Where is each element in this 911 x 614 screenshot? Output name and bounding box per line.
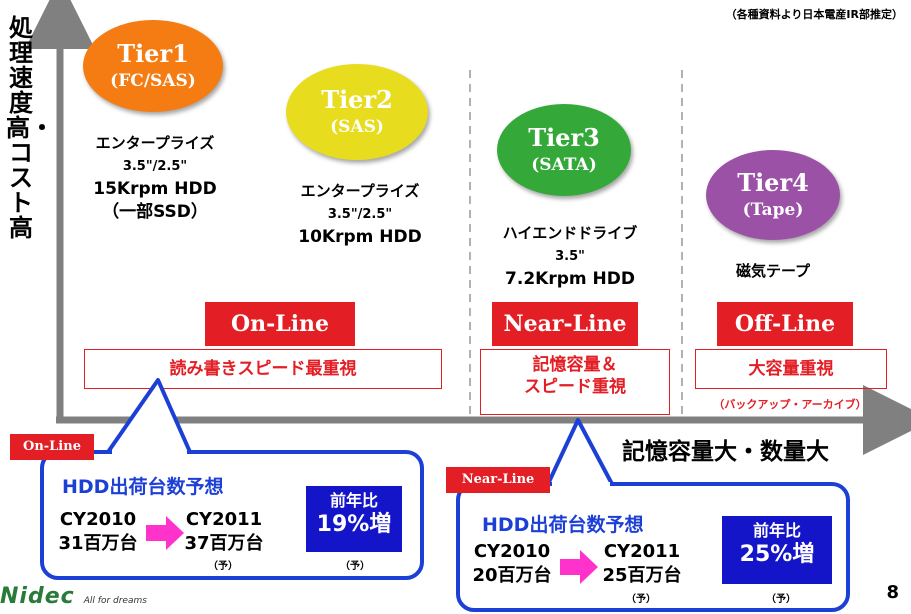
nearline-yoy-box: 前年比 25%増	[722, 516, 832, 584]
tier4-name: Tier4	[737, 168, 809, 197]
tier2-desc: エンタープライズ 3.5"/2.5" 10Krpm HDD	[280, 180, 440, 249]
online-callout-tag: On-Line	[10, 434, 94, 460]
tier1-ellipse: Tier1 (FC/SAS)	[83, 20, 223, 112]
tier4-sub: (Tape)	[742, 200, 804, 220]
offline-label: Off-Line	[717, 302, 853, 346]
online-to-year: CY2011	[185, 509, 263, 530]
online-to: CY2011 37百万台	[176, 508, 272, 556]
tier3-desc: ハイエンドドライブ 3.5" 7.2Krpm HDD	[490, 222, 650, 291]
tier2-sub: (SAS)	[330, 117, 384, 137]
nidec-logo: Nidec All for dreams	[0, 584, 147, 609]
nearline-from-value: 20百万台	[472, 565, 552, 586]
online-to-value: 37百万台	[184, 533, 264, 554]
nearline-callout-tag: Near-Line	[446, 467, 550, 493]
online-from-value: 31百万台	[58, 533, 138, 554]
online-growth-arrow	[146, 516, 184, 550]
nearline-yoy-forecast: （予）	[766, 594, 796, 605]
online-from-year: CY2010	[59, 509, 137, 530]
tier3-desc-line1: ハイエンドドライブ	[502, 224, 638, 242]
online-callout-title: HDD出荷台数予想	[62, 476, 224, 498]
nearline-from-year: CY2010	[473, 541, 551, 562]
tier1-desc: エンタープライズ 3.5"/2.5" 15Krpm HDD （一部SSD）	[75, 132, 235, 224]
page-number: 8	[886, 582, 899, 603]
nearline-to-value: 25百万台	[602, 565, 682, 586]
tier1-desc-line3: 15Krpm HDD	[93, 179, 217, 199]
nearline-to-year: CY2011	[603, 541, 681, 562]
tier1-sub: (FC/SAS)	[110, 71, 196, 91]
nearline-note-line1: 記憶容量＆	[532, 355, 618, 375]
tier1-desc-line4: （一部SSD）	[102, 202, 208, 222]
tier3-desc-line3: 7.2Krpm HDD	[505, 269, 635, 289]
tier4-desc-line1: 磁気テープ	[735, 262, 811, 280]
online-tail-mask	[112, 450, 187, 456]
nearline-from: CY2010 20百万台	[464, 540, 560, 588]
y-axis-label: 処理速度高・コスト高	[6, 14, 54, 242]
nearline-callout-title: HDD出荷台数予想	[482, 514, 644, 536]
logo-tagline: All for dreams	[83, 596, 147, 606]
online-yoy-box: 前年比 19%増	[306, 486, 402, 552]
online-yoy-value: 19%増	[316, 512, 392, 537]
tier1-desc-line1: エンタープライズ	[95, 134, 215, 152]
nearline-to: CY2011 25百万台	[594, 540, 690, 588]
nearline-note: 記憶容量＆ スピード重視	[480, 349, 670, 415]
source-note: （各種資料より日本電産IR部推定）	[725, 8, 903, 21]
offline-note: 大容量重視	[695, 349, 887, 389]
logo-brand: Nidec	[0, 584, 75, 609]
tier2-desc-line3: 10Krpm HDD	[298, 227, 422, 247]
tier1-name: Tier1	[117, 39, 189, 68]
tier1-desc-line2: 3.5"/2.5"	[122, 159, 188, 174]
online-to-forecast: （予）	[208, 561, 238, 572]
nearline-tail-mask	[552, 482, 610, 488]
tier2-desc-line1: エンタープライズ	[300, 182, 420, 200]
nearline-note-line2: スピード重視	[524, 377, 626, 397]
nearline-growth-arrow	[560, 550, 598, 584]
tier3-desc-line2: 3.5"	[555, 249, 585, 264]
x-axis-label: 記憶容量大・数量大	[622, 439, 829, 465]
tier3-sub: (SATA)	[531, 155, 597, 175]
offline-note-sub: （バックアップ・アーカイブ）	[713, 398, 867, 411]
nearline-to-forecast: （予）	[626, 594, 656, 605]
tier2-desc-line2: 3.5"/2.5"	[327, 207, 393, 222]
online-yoy-label: 前年比	[329, 491, 378, 510]
tier4-ellipse: Tier4 (Tape)	[706, 150, 840, 240]
nearline-yoy-label: 前年比	[752, 521, 801, 540]
online-label: On-Line	[205, 302, 355, 346]
online-note: 読み書きスピード最重視	[84, 349, 442, 389]
online-yoy-forecast: （予）	[340, 561, 370, 572]
tier2-ellipse: Tier2 (SAS)	[286, 64, 428, 160]
tier3-name: Tier3	[528, 123, 600, 152]
tier3-ellipse: Tier3 (SATA)	[497, 104, 631, 196]
nearline-yoy-value: 25%増	[739, 542, 815, 567]
online-from: CY2010 31百万台	[50, 508, 146, 556]
tier4-desc: 磁気テープ	[700, 260, 846, 283]
tier2-name: Tier2	[321, 85, 393, 114]
nearline-label: Near-Line	[492, 302, 638, 346]
